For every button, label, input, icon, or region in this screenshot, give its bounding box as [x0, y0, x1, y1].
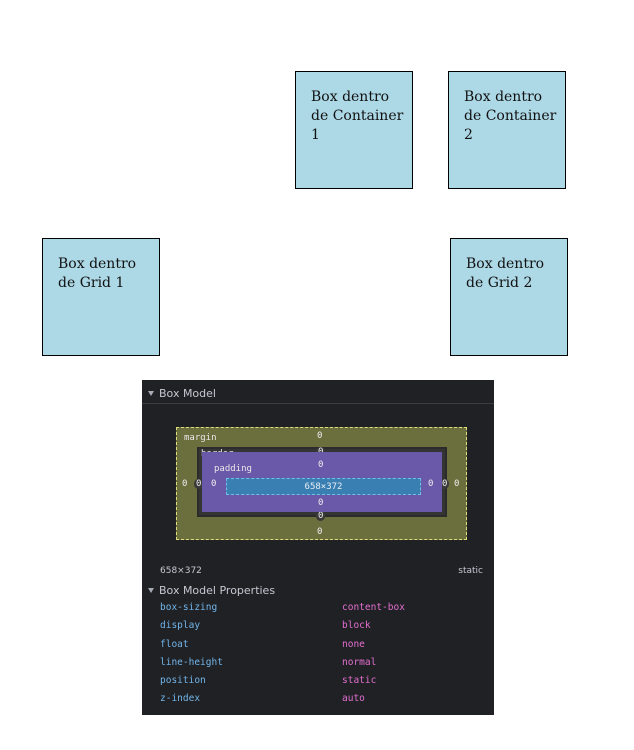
element-position: static: [458, 566, 483, 576]
box-model-header: Box Model: [159, 386, 216, 400]
property-row: box-sizing content-box: [160, 602, 480, 620]
margin-top-value[interactable]: 0: [317, 431, 323, 441]
divider: [142, 403, 494, 404]
box-text-line: Box dentro: [311, 89, 390, 105]
padding-label: padding: [214, 464, 252, 474]
box-model-section-toggle[interactable]: Box Model: [142, 382, 494, 404]
margin-label: margin: [184, 433, 217, 443]
box-text-line: de Grid 2: [466, 275, 533, 291]
caret-down-icon: [148, 390, 154, 396]
property-value[interactable]: none: [342, 638, 365, 650]
properties-list: box-sizing content-box display block flo…: [160, 602, 480, 712]
box-text-line: Box dentro: [466, 256, 545, 272]
padding-box[interactable]: padding 0 0 0 0 658×372: [202, 452, 442, 512]
property-row: float none: [160, 639, 480, 657]
container-box-1: Box dentro de Container 1: [295, 71, 413, 189]
grid-box-1: Box dentro de Grid 1: [42, 238, 160, 356]
container-box-2: Box dentro de Container 2: [448, 71, 566, 189]
property-name: position: [160, 675, 206, 687]
padding-right-value[interactable]: 0: [428, 479, 434, 489]
property-value[interactable]: static: [342, 675, 377, 687]
property-value[interactable]: auto: [342, 693, 365, 705]
padding-bottom-value[interactable]: 0: [318, 498, 324, 508]
property-row: position static: [160, 675, 480, 693]
content-box[interactable]: 658×372: [226, 478, 421, 495]
box-text-line: 1: [311, 127, 320, 143]
border-bottom-value[interactable]: 0: [316, 511, 326, 521]
box-text-line: de Grid 1: [58, 275, 125, 291]
box-text-line: Box dentro: [58, 256, 137, 272]
grid-box-2: Box dentro de Grid 2: [450, 238, 568, 356]
border-box[interactable]: border 0 0 0 0 padding 0 0 0 0 658×372: [194, 447, 450, 521]
margin-bottom-value[interactable]: 0: [317, 527, 323, 537]
property-value[interactable]: content-box: [342, 602, 405, 613]
box-text-line: de Container: [464, 108, 557, 124]
box-model-properties-toggle[interactable]: Box Model Properties: [142, 579, 494, 601]
border-left-value[interactable]: 0: [194, 479, 204, 489]
border-right-value[interactable]: 0: [440, 479, 450, 489]
caret-down-icon: [148, 587, 154, 593]
devtools-box-model-panel: Box Model margin 0 0 0 0 border 0 0 0 0 …: [142, 380, 494, 715]
property-value[interactable]: block: [342, 620, 371, 632]
property-name: display: [160, 620, 201, 632]
property-row: line-height normal: [160, 657, 480, 675]
box-text-line: de Container: [311, 108, 404, 124]
properties-header: Box Model Properties: [159, 583, 276, 597]
padding-top-value[interactable]: 0: [318, 460, 324, 470]
property-row: display block: [160, 620, 480, 638]
property-name: box-sizing: [160, 602, 218, 613]
box-text-line: Box dentro: [464, 89, 543, 105]
margin-left-value[interactable]: 0: [182, 479, 188, 489]
box-model-diagram: margin 0 0 0 0 border 0 0 0 0 padding 0 …: [176, 427, 467, 540]
box-text-line: 2: [464, 127, 473, 143]
element-size: 658×372: [160, 566, 202, 576]
property-name: z-index: [160, 693, 201, 705]
property-name: float: [160, 638, 189, 650]
property-row: z-index auto: [160, 693, 480, 711]
margin-box[interactable]: margin 0 0 0 0 border 0 0 0 0 padding 0 …: [176, 427, 467, 540]
property-value[interactable]: normal: [342, 656, 377, 668]
margin-right-value[interactable]: 0: [454, 479, 460, 489]
content-size: 658×372: [304, 481, 343, 492]
property-name: line-height: [160, 656, 223, 668]
padding-left-value[interactable]: 0: [211, 479, 217, 489]
